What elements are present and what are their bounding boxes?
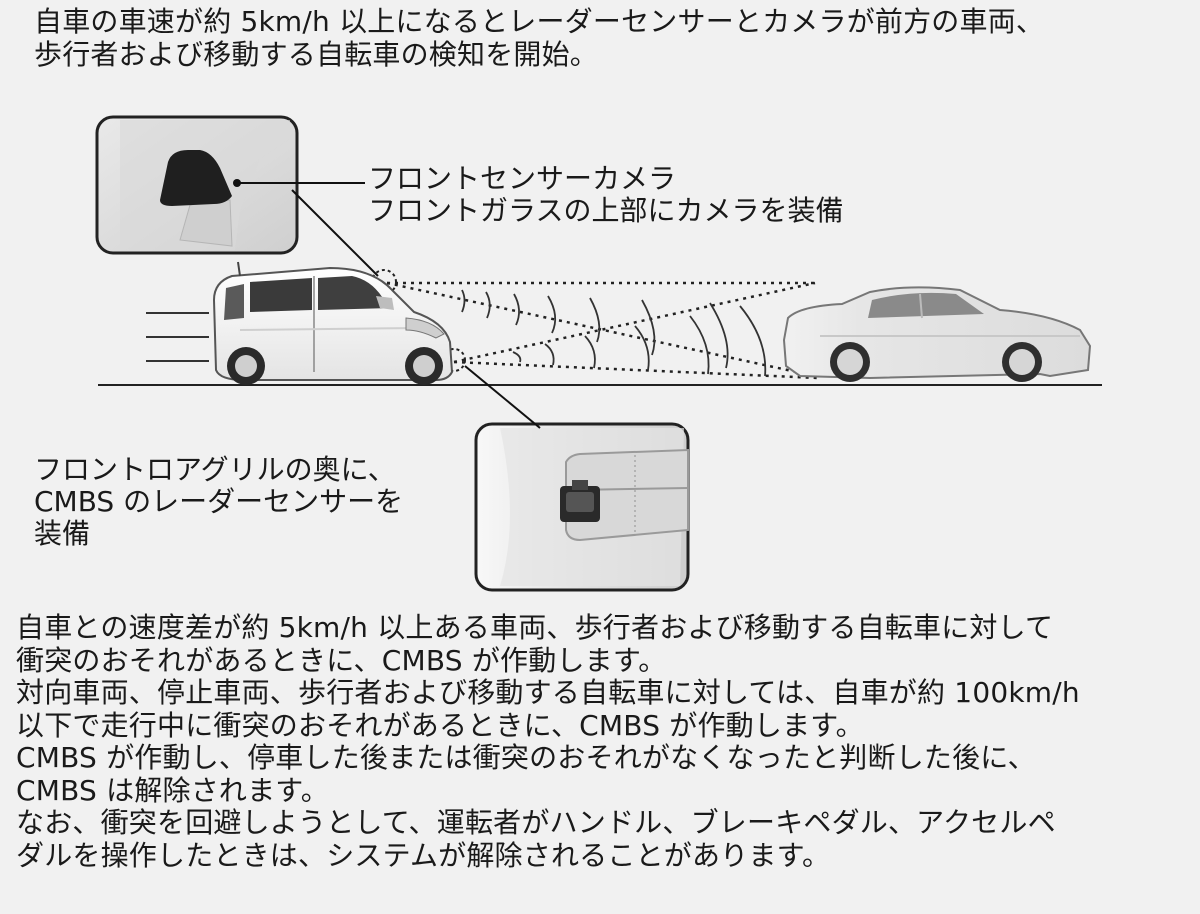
explanation-line: 衝突のおそれがあるときに、CMBS が作動します。 bbox=[16, 643, 667, 677]
explanation-line: CMBS が作動し、停車した後または衝突のおそれがなくなったと判断した後に、 bbox=[16, 741, 1036, 774]
radar-callout-line: 装備 bbox=[34, 517, 91, 550]
detection-arcs bbox=[461, 289, 767, 377]
radar-callout-line: CMBS のレーダーセンサーを bbox=[34, 485, 404, 518]
camera-icon bbox=[160, 150, 232, 206]
explanation-line: ダルを操作したときは、システムが解除されることがあります。 bbox=[16, 838, 831, 872]
explanation-line: なお、衝突を回避しようとして、運転者がハンドル、ブレーキペダル、アクセルペ bbox=[16, 806, 1056, 839]
camera-pointer-line bbox=[291, 189, 379, 277]
radar-callout-line: フロントロアグリルの奥に、 bbox=[34, 453, 396, 486]
ego-car bbox=[212, 261, 454, 385]
camera-callout-text: フロントセンサーカメラ フロントガラスの上部にカメラを装備 bbox=[368, 163, 843, 227]
explanation-line: 自車との速度差が約 5km/h 以上ある車両、歩行者および移動する自転車に対して bbox=[16, 611, 1054, 644]
radar-inset bbox=[474, 422, 690, 592]
camera-inset bbox=[95, 115, 299, 255]
camera-callout-title: フロントセンサーカメラ bbox=[368, 162, 677, 195]
explanation-line: CMBS は解除されます。 bbox=[16, 773, 329, 807]
explanation-paragraph: 自車との速度差が約 5km/h 以上ある車両、歩行者および移動する自転車に対して… bbox=[16, 611, 1080, 872]
explanation-line: 以下で走行中に衝突のおそれがあるときに、CMBS が作動します。 bbox=[16, 708, 864, 742]
camera-callout-desc: フロントガラスの上部にカメラを装備 bbox=[368, 194, 844, 227]
explanation-line: 対向車両、停止車両、歩行者および移動する自転車に対しては、自車が約 100km/… bbox=[16, 676, 1080, 709]
intro-line: 自車の車速が約 5km/h 以上になるとレーダーセンサーとカメラが前方の車両、 bbox=[34, 5, 1045, 38]
speed-lines bbox=[146, 312, 209, 362]
intro-paragraph: 自車の車速が約 5km/h 以上になるとレーダーセンサーとカメラが前方の車両、 … bbox=[34, 5, 1045, 71]
target-vehicle bbox=[782, 286, 1092, 382]
detection-range bbox=[386, 281, 819, 380]
radar-callout-text: フロントロアグリルの奥に、 CMBS のレーダーセンサーを 装備 bbox=[34, 454, 403, 550]
radar-pointer-line bbox=[464, 365, 541, 429]
radar-location-marker bbox=[442, 348, 466, 372]
intro-line: 歩行者および移動する自転車の検知を開始。 bbox=[34, 37, 599, 71]
